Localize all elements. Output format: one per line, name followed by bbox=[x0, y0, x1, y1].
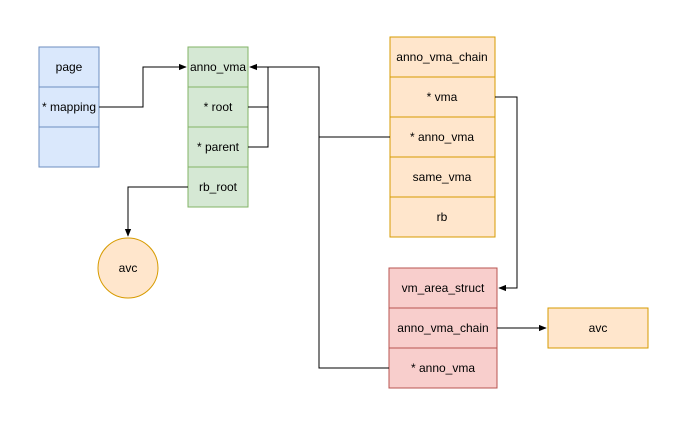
avc-chain-cell-1 bbox=[389, 76, 496, 118]
vma-cell-2 bbox=[388, 347, 498, 389]
page-label: page bbox=[56, 60, 83, 74]
avc-chain-cell-3 bbox=[389, 156, 496, 198]
anon-vma-title: anno_vma bbox=[190, 60, 246, 74]
avc-chain-samevma-label: same_vma bbox=[413, 170, 472, 184]
edge-vma-to-vmarea bbox=[495, 96, 518, 292]
avc-chain-cell-4 bbox=[389, 196, 496, 238]
anon-vma-chain-struct: anno_vma_chain * vma * anno_vma same_vma… bbox=[389, 36, 496, 238]
avc-circle bbox=[97, 237, 159, 299]
vma-cell-1 bbox=[388, 307, 498, 349]
page-cell-1 bbox=[38, 86, 100, 128]
anon-vma-root-label: * root bbox=[204, 100, 233, 114]
vm-area-struct: vm_area_struct anno_vma_chain * anno_vma bbox=[388, 267, 498, 389]
vma-title: vm_area_struct bbox=[402, 281, 485, 295]
anon-vma-rbroot-label: rb_root bbox=[199, 180, 238, 194]
edge-rbroot-to-avc bbox=[124, 186, 188, 237]
page-mapping-label: * mapping bbox=[42, 100, 96, 114]
avc-circle-node: avc bbox=[97, 237, 159, 299]
avc-chain-rb-label: rb bbox=[437, 210, 448, 224]
edge-parent-to-anonvma bbox=[248, 67, 269, 148]
avc-chain-anonvma-label: * anno_vma bbox=[410, 130, 474, 144]
avc-box-node: avc bbox=[547, 307, 649, 349]
anon-vma-struct: anno_vma * root * parent rb_root bbox=[187, 46, 249, 208]
anon-vma-cell-0 bbox=[187, 46, 249, 88]
edge-mapping-to-anonvma bbox=[99, 63, 187, 108]
edge-vma-anonvma-to-anonvma bbox=[249, 63, 389, 369]
vma-anonvma-label: * anno_vma bbox=[411, 361, 475, 375]
vma-cell-0 bbox=[388, 267, 498, 309]
avc-chain-title: anno_vma_chain bbox=[396, 50, 487, 64]
avc-chain-cell-0 bbox=[389, 36, 496, 78]
avc-box bbox=[547, 307, 649, 349]
page-struct: page * mapping bbox=[38, 46, 100, 168]
edge-root-to-anonvma bbox=[248, 67, 269, 108]
avc-circle-label: avc bbox=[119, 261, 138, 275]
anon-vma-parent-label: * parent bbox=[197, 140, 240, 154]
page-cell-0 bbox=[38, 46, 100, 88]
vma-chain-label: anno_vma_chain bbox=[397, 321, 488, 335]
avc-box-label: avc bbox=[589, 321, 608, 335]
avc-chain-vma-label: * vma bbox=[427, 90, 458, 104]
page-cell-2 bbox=[38, 126, 100, 168]
